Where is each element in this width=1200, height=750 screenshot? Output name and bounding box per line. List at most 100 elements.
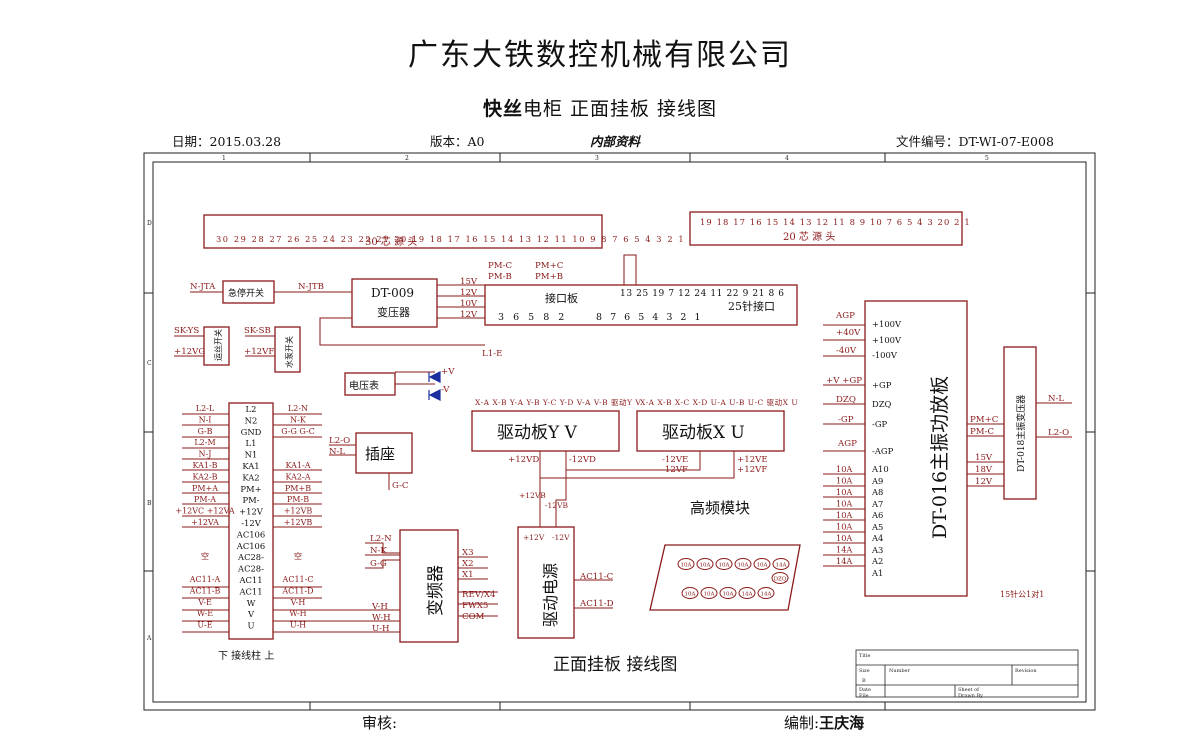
switch-left-label: 运丝开关 — [213, 329, 223, 361]
inverter-out-uh: U-H — [372, 624, 390, 634]
dt016-current: 10A — [836, 522, 852, 532]
interface-sub: 25针接口 — [728, 299, 775, 313]
hf-pin-circle — [757, 587, 775, 599]
col-num-4: 4 — [785, 155, 789, 162]
switch-right-label: 水泵开关 — [284, 336, 294, 368]
switch-left-top: SK-YS — [174, 326, 199, 336]
interface-left-pins: 3 6 5 8 2 — [498, 312, 567, 323]
connector-20-box — [689, 211, 963, 246]
inverter-x2: X2 — [462, 559, 474, 569]
hf-pin-circle — [738, 587, 756, 599]
terminal-label: N2 — [245, 415, 258, 425]
inverter-in-3: G-G — [370, 559, 387, 569]
col-num-1: 1 — [222, 155, 226, 162]
terminal-label: U — [247, 621, 254, 631]
terminal-right-wire: PM-B — [287, 495, 309, 504]
terminal-right-wire: PM+B — [285, 484, 311, 493]
titleblock-size: Size — [859, 668, 870, 674]
dt016-current: 14A — [836, 556, 852, 566]
terminal-left-wire: N-I — [199, 415, 212, 424]
dt016-note: 15针公1对1 — [1000, 589, 1044, 599]
dt016-in-agp2: AGP — [837, 439, 857, 449]
dt016-box — [864, 300, 968, 597]
doc-number: 文件编号：DT-WI-07-E008 — [896, 134, 1054, 149]
hf-pin-label: 10A — [723, 592, 735, 598]
driver-yv-label: 驱动板Y V — [497, 423, 578, 443]
dt016-pin: +100V — [872, 319, 902, 329]
dt016-pin: A2 — [871, 556, 883, 566]
interface-mid-pins: 8 7 6 5 4 3 2 1 — [596, 312, 703, 323]
voltmeter-label: 电压表 — [349, 379, 379, 392]
dt016-right-pmc: PM+C — [970, 415, 999, 425]
switch-right-box — [274, 326, 301, 373]
dt018-label: DT-018主振变压器 — [1015, 395, 1027, 472]
schematic-caption: 正面挂板 接线图 — [553, 655, 677, 675]
conn20-title: 20 芯 源 头 — [783, 230, 835, 243]
interface-l1e: L1-E — [482, 349, 502, 359]
titleblock-sheet: Sheet of — [958, 687, 980, 693]
terminal-label: AC11 — [238, 575, 262, 585]
terminal-label: AC11 — [238, 586, 262, 596]
interface-pmc2: PM+C — [535, 261, 564, 271]
hf-pin-circle — [715, 558, 733, 570]
dt009-out-10v: 10V — [460, 299, 478, 309]
hf-pin-label: 10A — [738, 563, 750, 569]
switch-left-bottom: +12VG — [174, 347, 205, 357]
hf-pin-circle — [719, 587, 737, 599]
terminal-right-wire: KA2-A — [286, 472, 311, 481]
terminal-right-wire: +12VB — [284, 518, 313, 527]
dt016-current: 10A — [836, 487, 852, 497]
hf-pin-label: 10A — [681, 563, 693, 569]
hf-pin-label: 10A — [757, 563, 769, 569]
interface-pmb2: PM+B — [535, 272, 563, 282]
power-top-minus: -12VB — [545, 501, 568, 510]
power-top-plus: +12VB — [519, 491, 546, 500]
dt016-right-pmc2: PM-C — [970, 427, 994, 437]
inverter-out-vh: V-H — [371, 602, 388, 612]
dt016-in-40v: +40V — [836, 328, 861, 338]
conn30-pin-numbers: 30 29 28 27 26 25 24 23 22 21 20 19 18 1… — [216, 234, 685, 244]
voltmeter-vminus: -V — [441, 385, 450, 395]
dt009-out-12v-b: 12V — [460, 310, 478, 320]
dt016-pin: DZQ — [872, 399, 892, 409]
terminal-right-wire: KA1-A — [286, 461, 311, 470]
interface-top-pins: 13 25 19 7 12 24 11 22 9 21 8 6 — [620, 289, 785, 299]
hf-pin-circle — [772, 558, 790, 570]
terminal-left-wire: U-E — [197, 621, 212, 630]
dt016-pin: A7 — [871, 499, 883, 509]
dt016-volt-12: 12V — [975, 477, 993, 487]
power-in-minus: -12V — [552, 533, 570, 542]
company-title: 广东大铁数控机械有限公司 — [408, 38, 792, 73]
terminal-label: W — [247, 598, 256, 608]
frame-ticks — [144, 153, 1095, 710]
dt009-box — [351, 278, 438, 328]
dt016-volt-15: 15V — [975, 453, 993, 463]
subtitle-rest: 电柜 正面挂板 接线图 — [522, 98, 718, 120]
terminal-left-wire: G-B — [197, 427, 212, 436]
inverter-rev: REV/X4 — [462, 590, 496, 600]
titleblock-file: File — [859, 693, 869, 699]
terminal-caption: 下 接线柱 上 — [218, 649, 274, 662]
connector-30-box — [203, 214, 603, 249]
date-label: 日期：2015.03.28 — [172, 134, 282, 149]
hf-pin-circle — [734, 558, 752, 570]
dt016-pin: A10 — [871, 464, 889, 474]
drive-power-label: 驱动电源 — [541, 563, 560, 627]
hf-pin-circle — [753, 558, 771, 570]
dt016-current: 14A — [836, 545, 852, 555]
review-label: 审核: — [362, 714, 398, 732]
terminal-right-wire: +12VB — [284, 507, 313, 516]
estop-right: N-JTB — [298, 282, 324, 292]
dt016-label: DT-016主振功放板 — [929, 376, 951, 539]
terminal-label: AC106 — [236, 541, 265, 551]
inverter-in-1: L2-N — [370, 534, 392, 544]
driver-xu-box — [636, 410, 785, 452]
terminal-strip-box — [228, 402, 274, 640]
interface-board-box — [484, 284, 798, 326]
dt016-pin: A1 — [871, 568, 883, 578]
hf-pin-label: 14A — [761, 592, 773, 598]
titleblock-date: Date — [859, 687, 871, 693]
terminal-left-wire: +12VC +12VA — [175, 507, 234, 516]
dt016-current: 10A — [836, 476, 852, 486]
